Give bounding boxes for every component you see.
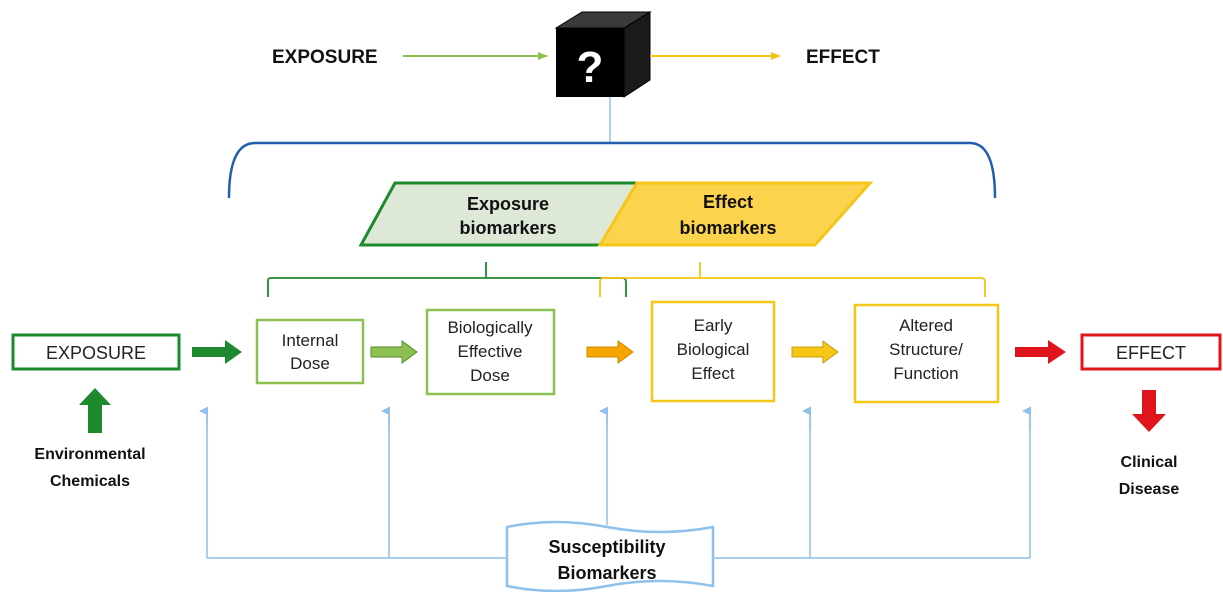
environmental-chemicals-line2: Chemicals xyxy=(50,473,130,490)
up-arrow-icon xyxy=(79,388,111,433)
clinical-disease-line1: Clinical xyxy=(1121,454,1178,471)
blue-bracket xyxy=(227,141,997,199)
asf-line1: Altered xyxy=(899,316,953,335)
internal-dose-line1: Internal xyxy=(282,331,339,350)
effect-box-label: EFFECT xyxy=(1116,343,1186,363)
exposure-box-label: EXPOSURE xyxy=(46,343,146,363)
susceptibility-line2: Biomarkers xyxy=(557,563,656,583)
bed-line1: Biologically xyxy=(447,318,533,337)
arrow-asf-to-effect xyxy=(1015,340,1066,364)
yellow-bracket xyxy=(599,262,986,297)
effect-biomarkers-box xyxy=(597,181,874,247)
exposure-biomarkers-line1: Exposure xyxy=(467,194,549,214)
effect-biomarkers-line2: biomarkers xyxy=(679,218,776,238)
cube-icon: ? xyxy=(554,11,652,98)
question-mark: ? xyxy=(577,43,604,92)
effect-biomarkers-line1: Effect xyxy=(703,192,753,212)
susceptibility-biomarkers-box xyxy=(505,520,715,592)
arrow-internal-to-bed xyxy=(370,340,418,364)
ebe-line2: Biological xyxy=(677,340,750,359)
effect-box xyxy=(1080,333,1222,371)
clinical-disease-line2: Disease xyxy=(1119,481,1180,498)
down-arrow-icon xyxy=(1132,390,1166,432)
exposure-box xyxy=(11,333,181,371)
internal-dose-box xyxy=(255,318,365,385)
altered-structure-function-box xyxy=(853,303,1000,404)
arrow-bed-to-ebe xyxy=(586,340,634,364)
biologically-effective-dose-box xyxy=(425,308,556,396)
top-effect-label: EFFECT xyxy=(806,47,880,68)
arrow-exposure-to-internal xyxy=(192,340,242,364)
arrow-ebe-to-asf xyxy=(791,340,839,364)
early-biological-effect-box xyxy=(650,300,776,403)
green-bracket xyxy=(267,262,627,297)
asf-line3: Function xyxy=(893,364,958,383)
ebe-line3: Effect xyxy=(691,364,734,383)
environmental-chemicals-line1: Environmental xyxy=(34,446,145,463)
susceptibility-lines xyxy=(206,415,1031,559)
internal-dose-line2: Dose xyxy=(290,354,330,373)
ebe-line1: Early xyxy=(694,316,733,335)
top-exposure-label: EXPOSURE xyxy=(272,47,378,68)
susceptibility-line1: Susceptibility xyxy=(548,537,665,557)
exposure-biomarkers-line2: biomarkers xyxy=(459,218,556,238)
bed-line3: Dose xyxy=(470,366,510,385)
bed-line2: Effective xyxy=(458,342,523,361)
asf-line2: Structure/ xyxy=(889,340,963,359)
